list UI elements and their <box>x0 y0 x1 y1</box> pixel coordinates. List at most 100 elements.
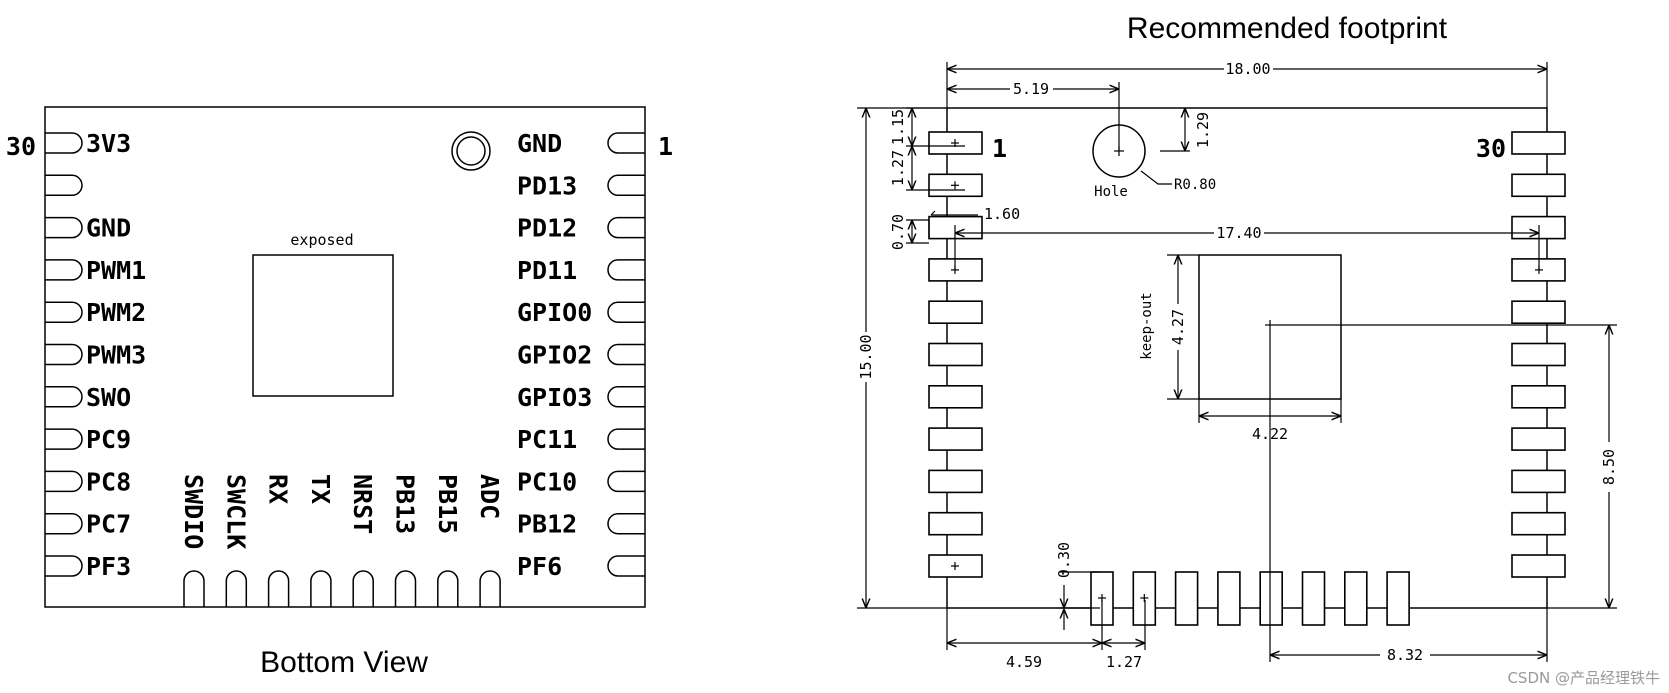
pin-label-left: PC7 <box>86 510 131 539</box>
pin-label-right: PC11 <box>517 425 577 454</box>
pin-label-right: PC10 <box>517 467 577 496</box>
footprint-pad-bottom <box>1217 571 1241 626</box>
footprint-title: Recommended footprint <box>1127 12 1448 45</box>
castellated-pad <box>607 512 645 535</box>
pin-label-bottom: SWDIO <box>179 474 208 549</box>
footprint-pad-right <box>1511 427 1566 451</box>
hole-label: Hole <box>1094 184 1128 200</box>
castellated-pad <box>45 512 83 535</box>
footprint-pad-left <box>928 427 983 451</box>
hole-outer-circle <box>451 131 491 171</box>
pin-label-right: PF6 <box>517 552 562 581</box>
castellated-pad <box>45 259 83 281</box>
pin-label-left: SWO <box>86 383 131 412</box>
pin-label-bottom: PB13 <box>391 474 420 534</box>
footprint-pad-left <box>928 469 983 494</box>
module-outline <box>44 106 646 608</box>
dim-keepout-height: 4.27 <box>1169 309 1187 345</box>
dim-bottom-pitch: 1.27 <box>1106 653 1142 671</box>
pin-label-right: PD13 <box>517 171 577 200</box>
footprint-pad-bottom <box>1301 571 1326 626</box>
footprint-left-pads <box>928 131 983 578</box>
watermark: CSDN @产品经理铁牛 <box>1507 669 1660 687</box>
pin-label-left: 3V3 <box>86 129 131 158</box>
castellated-pad <box>225 570 248 607</box>
pin-label-left: PWM3 <box>86 341 146 370</box>
castellated-pad <box>45 343 83 366</box>
exposed-pad <box>252 254 394 397</box>
left-pin-number: 30 <box>6 132 36 161</box>
footprint-pad-bottom <box>1174 571 1199 626</box>
castellated-pad <box>45 386 83 408</box>
castellated-pad <box>267 570 290 607</box>
pin-label-bottom: RX <box>264 474 293 504</box>
castellated-pad <box>45 301 83 323</box>
castellated-pad <box>394 570 417 607</box>
footprint-pad-right <box>1511 342 1566 367</box>
dim-pad-top: 1.15 <box>889 109 907 145</box>
footprint-bottom-pads <box>1090 571 1410 626</box>
footprint-pad-right <box>1511 131 1566 155</box>
castellated-pad <box>607 259 645 281</box>
castellated-pad <box>437 570 459 607</box>
footprint-pad-left <box>928 342 983 367</box>
footprint-pad-right <box>1511 469 1566 494</box>
pin-label-right: GPIO2 <box>517 341 592 370</box>
bottom-view: exposed 3V3GNDPWM1PWM2PWM3SWOPC9PC8PC7PF… <box>6 106 673 679</box>
dim-width: 18.00 <box>1225 60 1270 78</box>
dim-line <box>930 210 936 216</box>
dim-bottom-offset: 0.30 <box>1055 542 1073 578</box>
exposed-label: exposed <box>290 231 353 249</box>
castellated-pad <box>607 428 645 450</box>
footprint-pad-right <box>1511 300 1566 325</box>
footprint-outline <box>946 107 1548 609</box>
dim-hole-y: 1.29 <box>1194 112 1212 148</box>
footprint-pad-left <box>928 300 983 325</box>
castellated-pad <box>479 570 501 607</box>
footprint-right-pads <box>1511 131 1566 578</box>
footprint-pin1-label: 1 <box>992 134 1007 163</box>
dim-center-y: 8.50 <box>1600 449 1618 485</box>
footprint-pad-right <box>1511 384 1566 409</box>
footprint-pad-right <box>1511 511 1566 536</box>
hole-radius-leader <box>1140 170 1172 185</box>
pin-label-left: PF3 <box>86 552 131 581</box>
pin-label-bottom: SWCLK <box>221 474 250 549</box>
castellated-pad <box>45 428 83 450</box>
castellated-pad <box>310 570 332 607</box>
footprint-pad-bottom <box>1344 571 1368 626</box>
pin-label-left: PWM1 <box>86 256 146 285</box>
pin-label-right: PB12 <box>517 510 577 539</box>
footprint-pad-left <box>928 511 983 536</box>
castellated-pad <box>607 343 645 366</box>
castellated-pad <box>45 555 83 577</box>
dim-pitch: 1.27 <box>889 150 907 186</box>
castellated-pad <box>607 301 645 323</box>
keepout-label: keep-out <box>1139 292 1155 359</box>
pin-label-right: GPIO0 <box>517 298 592 327</box>
pin-label-right: PD12 <box>517 214 577 243</box>
pin-label-bottom: ADC <box>475 474 504 519</box>
footprint-view: Recommended footprint 1 30 Hole R0.80 ke… <box>857 12 1618 671</box>
footprint-pad-bottom <box>1386 571 1410 626</box>
pin-label-left: PC8 <box>86 467 131 496</box>
castellated-pad <box>607 470 645 493</box>
dim-center-x: 8.32 <box>1387 646 1423 664</box>
pin-label-left: GND <box>86 214 131 243</box>
footprint-pad-right <box>1511 173 1566 198</box>
castellated-pad <box>607 132 645 154</box>
castellated-pad <box>352 570 374 607</box>
dim-pad-length: 1.60 <box>984 205 1020 223</box>
dim-pad-width: 0.70 <box>889 214 907 250</box>
castellated-pad <box>183 570 205 607</box>
castellated-pad <box>607 216 645 239</box>
footprint-pad-bottom <box>1259 571 1283 626</box>
castellated-pad <box>45 132 83 154</box>
pin-label-bottom: PB15 <box>433 474 462 534</box>
pin-label-bottom: NRST <box>348 474 377 534</box>
castellated-pad <box>607 174 645 197</box>
footprint-pad-left <box>928 384 983 409</box>
